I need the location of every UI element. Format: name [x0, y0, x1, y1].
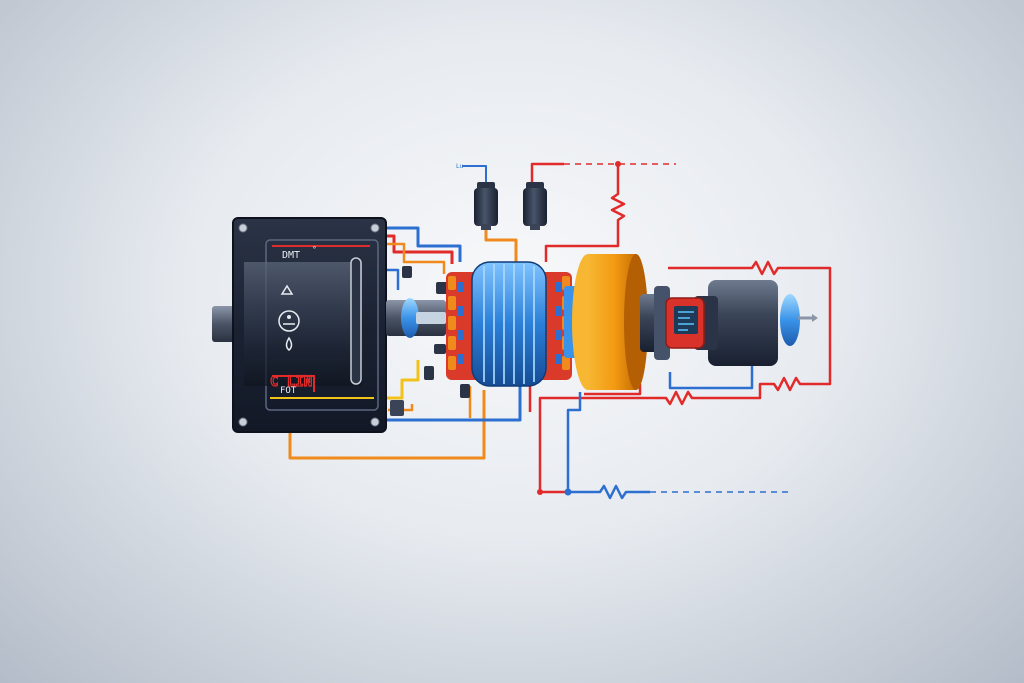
wire-red-right-top [538, 260, 832, 494]
housing-inner-cylinder [244, 262, 362, 386]
wire-blue-upper [386, 226, 462, 262]
panel-top-label: DMT [282, 250, 300, 261]
stator-fins-blue [458, 282, 562, 364]
panel-bottom-label-a: C LIN [270, 374, 312, 390]
sensor-tip [530, 224, 540, 230]
coil-winding [471, 261, 547, 387]
sensor-body [474, 188, 498, 226]
arrow-up-icon [280, 284, 294, 295]
shaft-coupling [386, 298, 446, 338]
wire-red-upper [378, 234, 454, 264]
sensor-tag-label: Lu [456, 163, 464, 170]
screw-icon [238, 417, 248, 427]
gauge-icon [278, 310, 300, 332]
stator [446, 261, 578, 387]
junction-dot [564, 488, 572, 496]
terminal-connector [436, 282, 448, 294]
wire-orange-sensor [484, 224, 518, 266]
terminal-connector [390, 400, 404, 416]
terminal-connector [460, 384, 470, 398]
sensor-tip [481, 224, 491, 230]
screw-icon [370, 223, 380, 233]
wire-orange-upper [382, 242, 446, 274]
drop-icon [285, 336, 293, 351]
wire-blue-sensor-tag [462, 165, 487, 186]
terminal-connector [402, 266, 412, 278]
motor-tip [812, 314, 818, 322]
wire-blue-drop [566, 392, 582, 492]
terminal-connectors [390, 266, 470, 416]
coil-turns [483, 264, 535, 384]
panel-bottom-label-b: FOT [280, 386, 297, 396]
rotor-drum [572, 254, 648, 390]
panel-top-mark: ° [312, 245, 317, 254]
wire-yellow-lower [378, 360, 420, 400]
motor-end-cap [780, 294, 800, 346]
wire-orange-bottom [288, 390, 486, 460]
screw-icon [238, 223, 248, 233]
display-readout [678, 311, 694, 331]
wire-blue-bottom [568, 484, 650, 500]
wire-blue-mid [386, 268, 400, 290]
terminal-connector [434, 344, 446, 354]
sensor-body [523, 188, 547, 226]
rotor-back [624, 254, 648, 390]
terminal-connector [424, 366, 434, 380]
sensor-left [474, 182, 498, 230]
wire-blue-right [668, 364, 754, 390]
wire-blue-lower [386, 384, 522, 422]
display-screen [674, 306, 698, 334]
coupling-rod [416, 312, 446, 324]
wire-red-rotor [584, 384, 642, 396]
control-housing: DMT ° C LIN FOT [212, 217, 387, 433]
screw-icon [370, 417, 380, 427]
panel-trace-red [272, 375, 315, 392]
coupling-disc [401, 298, 419, 338]
housing-slot [350, 257, 362, 385]
motor-body [708, 280, 778, 366]
sensor-right [523, 182, 547, 230]
wire-red-vertical [544, 164, 626, 262]
junction-dot [615, 161, 621, 167]
digital-display-unit [665, 297, 705, 349]
junction-dot [537, 489, 543, 495]
junctions [537, 161, 621, 496]
